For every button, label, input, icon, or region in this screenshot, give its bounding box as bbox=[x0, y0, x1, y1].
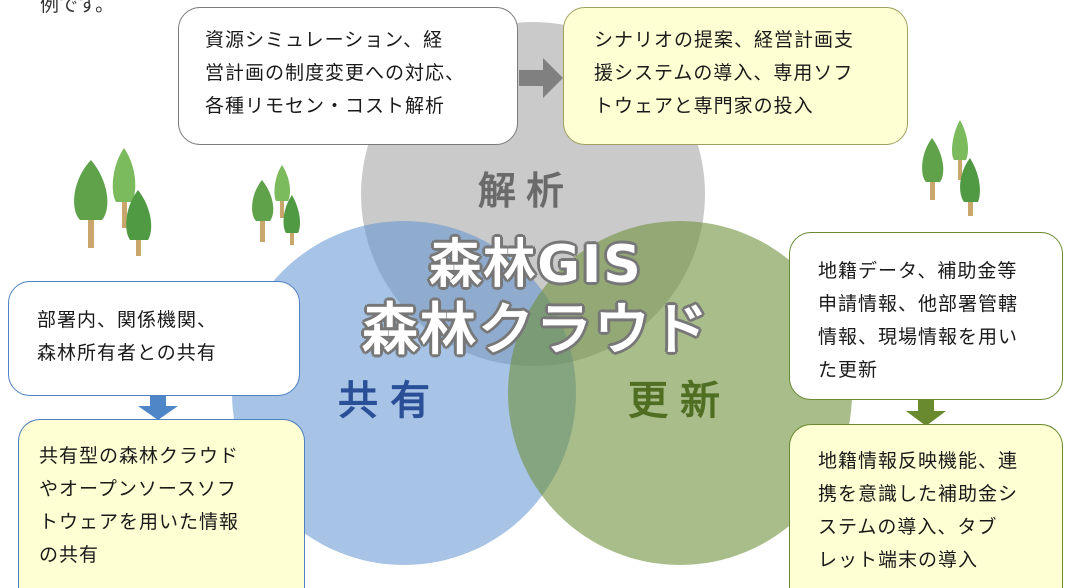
box-line: 各種リモセン・コスト解析 bbox=[205, 95, 446, 117]
share-input-box: 部署内、関係機関、 森林所有者との共有 bbox=[8, 281, 300, 396]
analysis-label: 解析 bbox=[478, 169, 575, 213]
arrow-down-green bbox=[906, 400, 946, 426]
box-line: の共有 bbox=[39, 544, 100, 566]
analysis-output-box: シナリオの提案、経営計画支 援システムの導入、専用ソフ トウェアと専門家の投入 bbox=[563, 7, 908, 145]
analysis-input-box: 資源シミュレーション、経 営計画の制度変更への対応、 各種リモセン・コスト解析 bbox=[178, 7, 518, 145]
box-line: トウェアを用いた情報 bbox=[39, 511, 240, 533]
update-input-box: 地籍データ、補助金等 申請情報、他部署管轄 情報、現場情報を用い た更新 bbox=[789, 232, 1063, 400]
box-line: 営計画の制度変更への対応、 bbox=[205, 62, 466, 84]
box-line: 情報、現場情報を用い bbox=[818, 326, 1019, 348]
cut-off-text: 例です。 bbox=[40, 0, 115, 16]
tree-cluster-right bbox=[922, 120, 980, 216]
box-line: 携を意識した補助金シ bbox=[818, 483, 1019, 505]
arrow-down-blue bbox=[138, 396, 178, 420]
share-label: 共有 bbox=[338, 378, 442, 424]
tree-cluster-middle bbox=[252, 165, 300, 245]
share-output-box: 共有型の森林クラウド やオープンソースソフ トウェアを用いた情報 の共有 bbox=[18, 419, 305, 588]
box-line: トウェアと専門家の投入 bbox=[594, 95, 814, 117]
box-line: 地籍情報反映機能、連 bbox=[818, 450, 1019, 472]
box-line: た更新 bbox=[818, 359, 879, 381]
tree-cluster-left bbox=[74, 148, 152, 256]
update-output-box: 地籍情報反映機能、連 携を意識した補助金シ ステムの導入、タブ レット端末の導入 bbox=[789, 424, 1063, 588]
box-line: シナリオの提案、経営計画支 bbox=[594, 29, 855, 51]
center-title-gis: 森林GIS bbox=[429, 235, 643, 295]
box-line: 森林所有者との共有 bbox=[37, 342, 217, 364]
box-line: 申請情報、他部署管轄 bbox=[818, 293, 1019, 315]
box-line: レット端末の導入 bbox=[818, 549, 979, 571]
box-line: やオープンソースソフ bbox=[39, 478, 237, 500]
box-line: ステムの導入、タブ bbox=[818, 516, 998, 538]
update-label: 更新 bbox=[628, 378, 732, 424]
box-line: 地籍データ、補助金等 bbox=[818, 260, 1018, 282]
box-line: 資源シミュレーション、経 bbox=[205, 29, 444, 51]
center-title-cloud: 森林クラウド bbox=[362, 298, 710, 363]
box-line: 部署内、関係機関、 bbox=[37, 309, 218, 331]
arrow-right-gray bbox=[519, 58, 563, 98]
box-line: 援システムの導入、専用ソフ bbox=[594, 62, 854, 84]
box-line: 共有型の森林クラウド bbox=[39, 445, 240, 467]
